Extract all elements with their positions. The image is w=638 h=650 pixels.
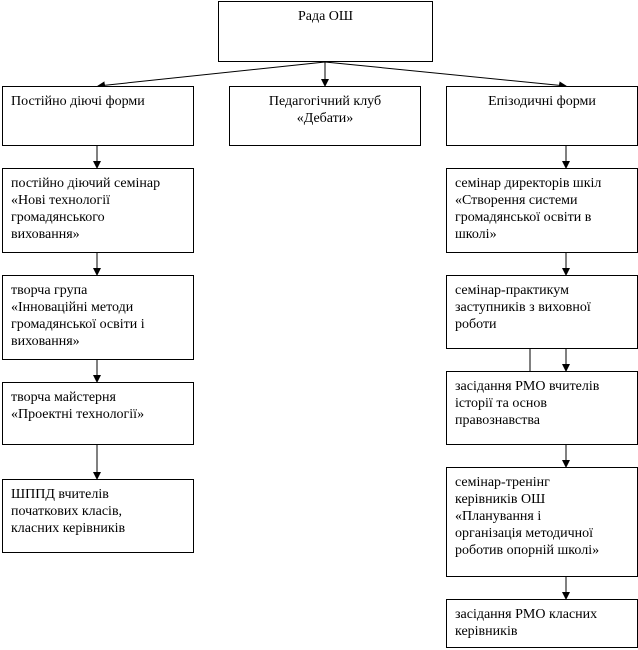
left-item-creative-group: творча група «Інноваційні методи громадя… <box>2 275 194 360</box>
branch-episodic-forms: Епізодичні форми <box>446 86 638 146</box>
left-item-creative-workshop: творча майстерня «Проектні технології» <box>2 382 194 445</box>
left-item-school-teachers: ШППД вчителів початкових класів, класних… <box>2 479 194 553</box>
right-item-directors-seminar: семінар директорів шкіл «Створення систе… <box>446 168 638 253</box>
right-item-leaders-training: семінар-тренінг керівників ОШ «Плануванн… <box>446 467 638 577</box>
right-item-deputies-practicum: семінар-практикум заступників з виховної… <box>446 275 638 349</box>
branch-permanent-forms: Постійно діючі форми <box>2 86 194 146</box>
root-box: Рада ОШ <box>218 1 433 62</box>
left-item-seminar: постійно діючий семінар «Нові технології… <box>2 168 194 253</box>
right-item-history-teachers-meeting: засідання РМО вчителів історії та основ … <box>446 371 638 445</box>
arrow-root-to-right-branch <box>324 61 567 90</box>
right-item-class-leaders-meeting: засідання РМО класних керівників <box>446 599 638 648</box>
arrow-root-to-left-branch <box>97 61 326 90</box>
branch-debate-club: Педагогічний клуб «Дебати» <box>229 86 421 146</box>
